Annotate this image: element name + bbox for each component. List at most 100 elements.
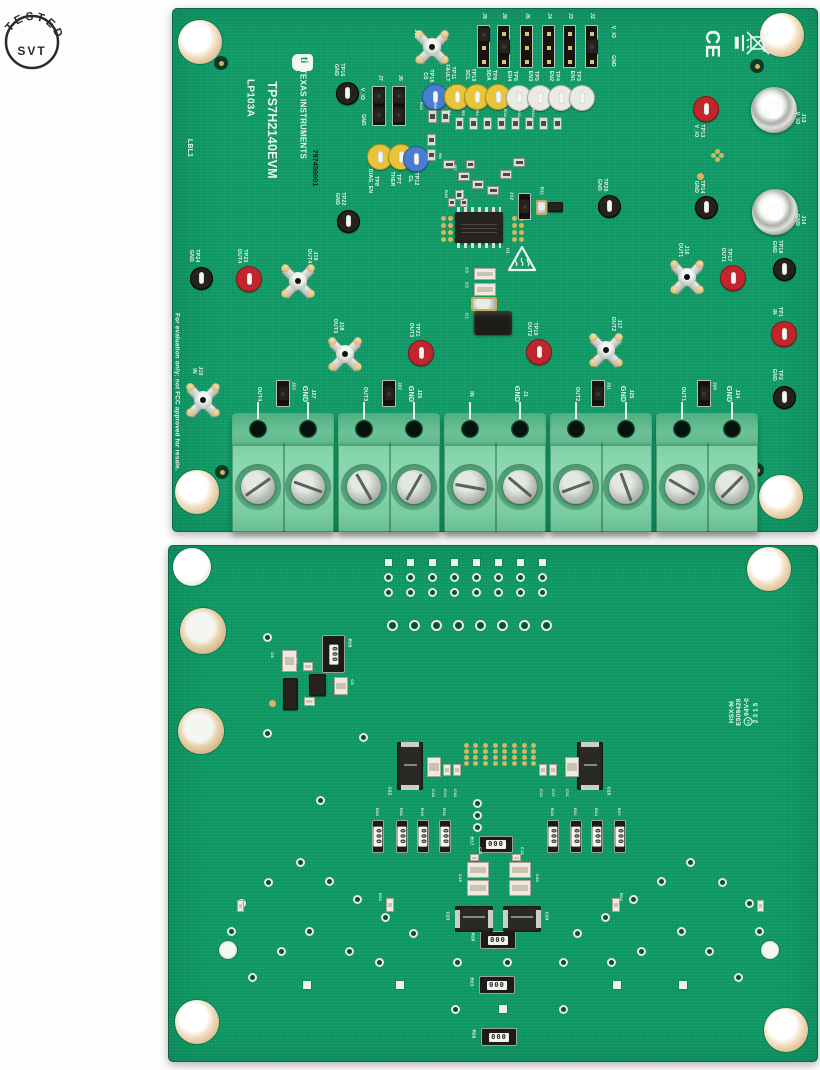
terminal-seam: [283, 443, 285, 532]
terminal-screw: [503, 470, 537, 504]
via: [537, 587, 547, 597]
via: [358, 732, 368, 742]
sot-device: [548, 202, 563, 212]
via: [408, 619, 420, 631]
via: [383, 587, 393, 597]
via-gold: [448, 216, 453, 221]
via-gold: [512, 216, 517, 221]
via-gold: [441, 216, 446, 221]
ref-C2: C2: [464, 282, 470, 288]
barcode-digits: 797450001: [310, 149, 318, 187]
pad-square: [679, 981, 687, 989]
ref-R15: R15: [444, 190, 450, 198]
jumper-shunt: [373, 88, 385, 104]
test-point-TP3: [569, 85, 595, 111]
via: [427, 587, 437, 597]
smd-cap: [303, 662, 313, 671]
fiducial-dot: [711, 153, 716, 158]
test-point-TP1: [771, 321, 797, 347]
via-gold: [482, 748, 488, 754]
via-gold: [473, 748, 479, 754]
via-gold: [463, 742, 469, 748]
via: [263, 877, 273, 887]
terminal-screw: [665, 470, 699, 504]
jumper-shunt: [592, 386, 604, 401]
jumper-shunt: [497, 39, 510, 54]
header-J3: [563, 25, 576, 68]
ic-U1: [455, 207, 503, 248]
smd-resistor: [448, 198, 456, 207]
smd-cap: [757, 900, 764, 912]
smd-resistor: [427, 149, 436, 161]
sma-label-J15: J15: [412, 29, 419, 39]
ref-C17: C17: [551, 789, 557, 797]
terminal-screw: [347, 470, 381, 504]
jumper-shunt: [393, 107, 405, 123]
jumper-shunt: [477, 27, 490, 42]
cap-C24: [503, 906, 541, 932]
resistor-R20: 000: [480, 931, 516, 949]
ref-R33: R33: [378, 893, 384, 901]
test-point-TP12: [403, 146, 429, 172]
smd-resistor: [441, 110, 450, 123]
ref-R26: R26: [471, 1029, 477, 1039]
smd-cap: [467, 862, 489, 878]
ref-C10: C10: [453, 789, 459, 797]
via-gold: [492, 748, 498, 754]
smd-resistor: [458, 172, 470, 181]
ref-C11: C11: [478, 847, 484, 855]
via: [493, 572, 503, 582]
terminal-seam: [389, 443, 391, 532]
via: [344, 946, 354, 956]
terminal-label-OUT4: OUT4: [255, 386, 262, 402]
ref-R11: R11: [460, 190, 466, 198]
smd-cap: [453, 764, 461, 776]
jumper-shunt: [585, 39, 598, 54]
via: [493, 587, 503, 597]
pad-square: [396, 981, 404, 989]
test-point-TP9: [485, 84, 511, 110]
ref-C23: C23: [445, 911, 451, 921]
via: [744, 898, 754, 908]
via: [572, 928, 582, 938]
ref-R12: R12: [503, 109, 509, 117]
smd-resistor: [466, 160, 475, 169]
pad-square: [516, 558, 524, 566]
header-label-J6: J6: [396, 75, 403, 81]
via-gold: [441, 237, 446, 242]
resistor-000: 000: [614, 820, 626, 853]
via-gold: [531, 754, 537, 760]
terminal-label-IN: IN: [467, 391, 474, 397]
header-label-J2: J2: [588, 13, 595, 19]
ref-R10: R10: [419, 102, 425, 110]
header-label-J3: J3: [566, 13, 573, 19]
smd-cap: [427, 757, 441, 777]
terminal-wire-hole: [511, 420, 529, 438]
ref-C14: C14: [443, 789, 449, 797]
banana-center: [765, 101, 783, 119]
via: [452, 957, 462, 967]
via: [430, 619, 442, 631]
via-gold: [492, 754, 498, 760]
smd-resistor: [553, 117, 562, 130]
via: [386, 619, 398, 631]
via: [717, 877, 727, 887]
via: [352, 894, 362, 904]
pcb-back-view: [168, 545, 818, 1062]
ref-R24: R24: [594, 808, 600, 816]
banana-jack-back-pad: [178, 708, 224, 754]
ce-mark: CE: [701, 29, 724, 59]
via: [502, 957, 512, 967]
via-gold: [531, 748, 537, 754]
ref-R28: R28: [347, 638, 353, 648]
via-gold: [502, 742, 508, 748]
label-box-text: LBL1: [185, 138, 193, 158]
terminal-seam: [495, 443, 497, 532]
header-label-J12: J12: [508, 191, 514, 201]
ref-R23: R23: [469, 977, 475, 987]
sma-hole: [293, 276, 303, 286]
via-gold: [482, 742, 488, 748]
